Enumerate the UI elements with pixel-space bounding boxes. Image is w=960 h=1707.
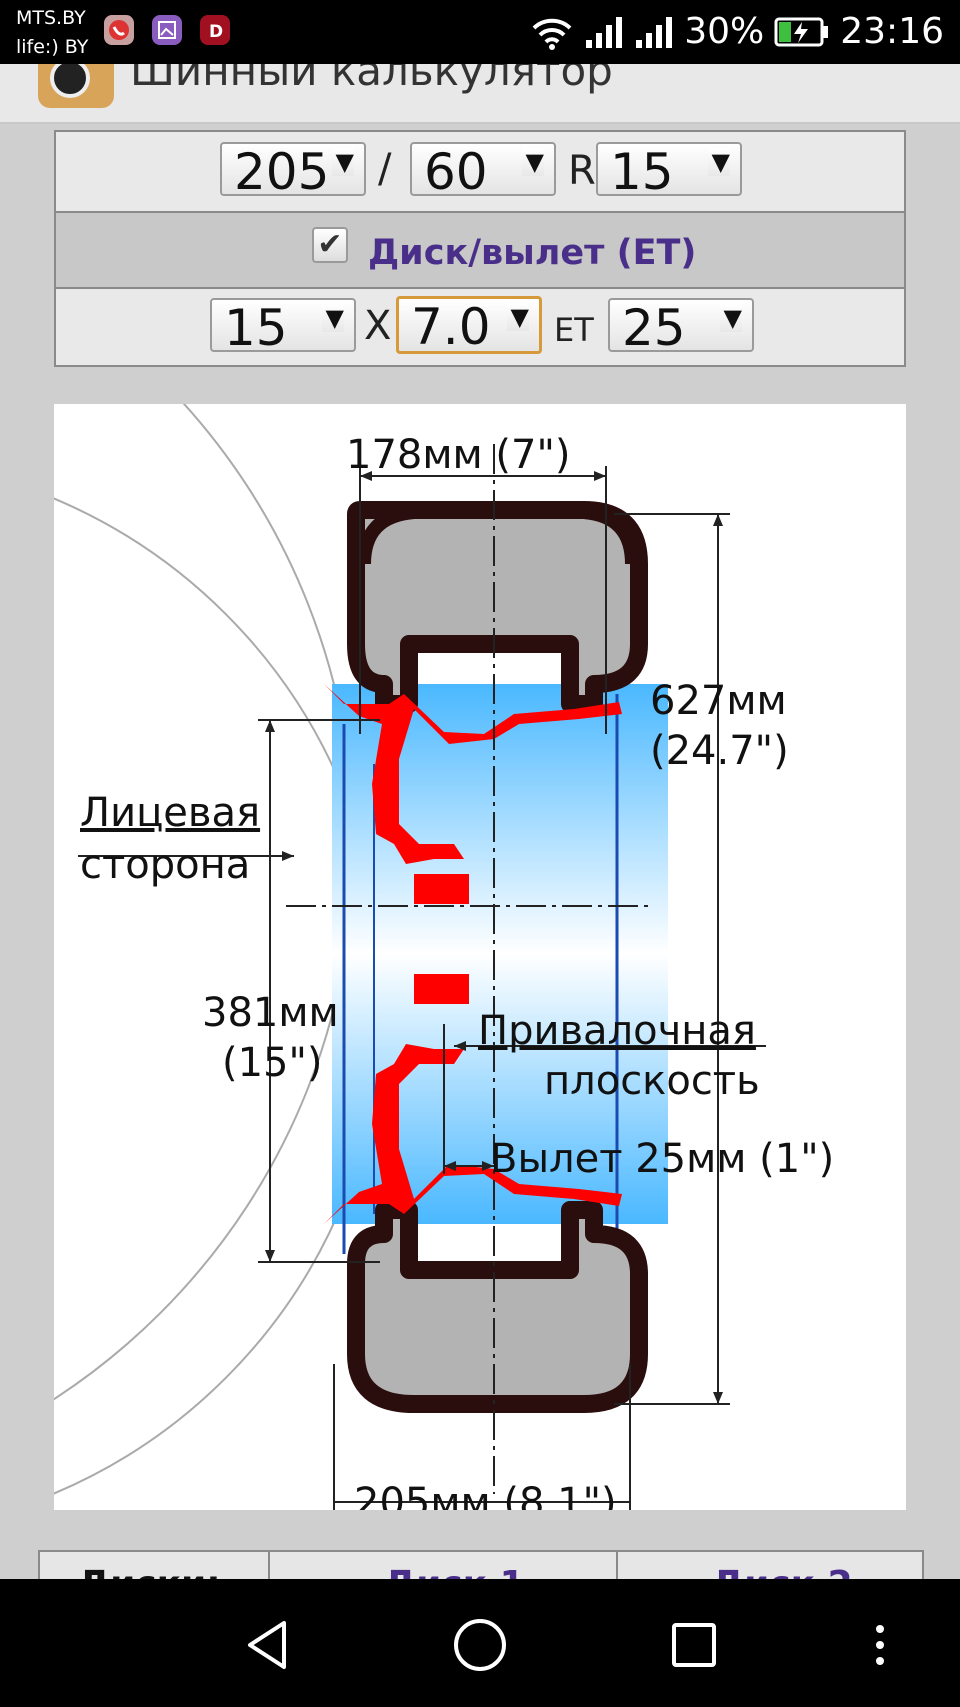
wifi-icon: [532, 18, 572, 50]
chevron-down-icon: ▼: [521, 148, 544, 176]
chevron-down-icon: ▼: [719, 304, 742, 332]
size-selector-panel: 205 ▼ / 60 ▼ R 15 ▼ ✔ Диск/вылет (ET) 15…: [54, 130, 906, 367]
app-logo-icon: [38, 64, 114, 108]
battery-charging-icon: [774, 17, 829, 47]
recent-apps-icon[interactable]: [664, 1615, 724, 1675]
tread-width-label: 178мм (7"): [346, 432, 571, 478]
svg-text:D: D: [209, 22, 223, 42]
status-indicators: 30% 23:16: [530, 10, 944, 54]
home-icon[interactable]: [450, 1615, 510, 1675]
face-side-label: Лицевая: [80, 790, 261, 836]
tire-diameter-select[interactable]: 15 ▼: [596, 142, 742, 196]
wheel-offset-label[interactable]: Диск/вылет (ET): [368, 233, 697, 273]
opera-app-icon: D: [200, 15, 230, 45]
rim-r-label: R: [568, 148, 596, 194]
section-width-label: 205мм (8.1"): [354, 1480, 617, 1510]
carrier-name: MTS.BY: [16, 7, 86, 29]
wheel-offset-checkbox[interactable]: ✔: [312, 227, 348, 263]
mounting-plane-label-line2: плоскость: [544, 1058, 760, 1104]
wheel-width-select[interactable]: 7.0 ▼: [396, 296, 542, 354]
clock: 23:16: [840, 11, 944, 52]
wheel-toggle-row: ✔ Диск/вылет (ET): [56, 213, 904, 289]
chevron-down-icon: ▼: [321, 304, 344, 332]
wheel-diameter-select[interactable]: 15 ▼: [210, 298, 356, 352]
more-options-icon[interactable]: [860, 1615, 900, 1675]
rim-diameter-inch-label: (15"): [222, 1040, 323, 1086]
signal-icon-sim1: [586, 17, 623, 48]
rim-diameter-label: 381мм: [202, 990, 339, 1036]
chevron-down-icon: ▼: [707, 148, 730, 176]
wheel-offset-select[interactable]: 25 ▼: [608, 298, 754, 352]
phone-app-icon: [104, 15, 134, 45]
battery-percent: 30%: [684, 11, 765, 52]
tire-cross-section-drawing: [54, 404, 766, 1510]
status-bar: MTS.BY life:) BY D 30% 23:16: [0, 0, 960, 64]
gallery-app-icon: [152, 15, 182, 45]
outer-diameter-label: 627мм: [650, 678, 787, 724]
wheel-et-label: ET: [554, 311, 594, 349]
wheel-x-label: X: [364, 303, 392, 349]
tire-diagram: 178мм (7") 627мм (24.7") Лицевая сторона…: [54, 404, 906, 1510]
tire-size-row: 205 ▼ / 60 ▼ R 15 ▼: [56, 132, 904, 213]
tire-size-separator: /: [378, 146, 392, 192]
tire-width-select[interactable]: 205 ▼: [220, 142, 366, 196]
back-icon[interactable]: [238, 1615, 298, 1675]
app-bar: Шинный калькулятор: [0, 64, 960, 124]
wheel-size-row: 15 ▼ X 7.0 ▼ ET 25 ▼: [56, 289, 904, 365]
face-side-label-line2: сторона: [80, 842, 251, 888]
outer-diameter-inch-label: (24.7"): [650, 728, 789, 774]
chevron-down-icon: ▼: [506, 303, 529, 331]
tire-profile-select[interactable]: 60 ▼: [410, 142, 556, 196]
mounting-plane-label: Привалочная: [478, 1008, 756, 1054]
signal-icon-sim2: [636, 17, 673, 48]
app-title: Шинный калькулятор: [130, 64, 613, 95]
chevron-down-icon: ▼: [331, 148, 354, 176]
offset-label: Вылет 25мм (1"): [490, 1136, 835, 1182]
system-navigation-bar: [0, 1579, 960, 1707]
carrier-name-secondary: life:) BY: [16, 36, 89, 58]
